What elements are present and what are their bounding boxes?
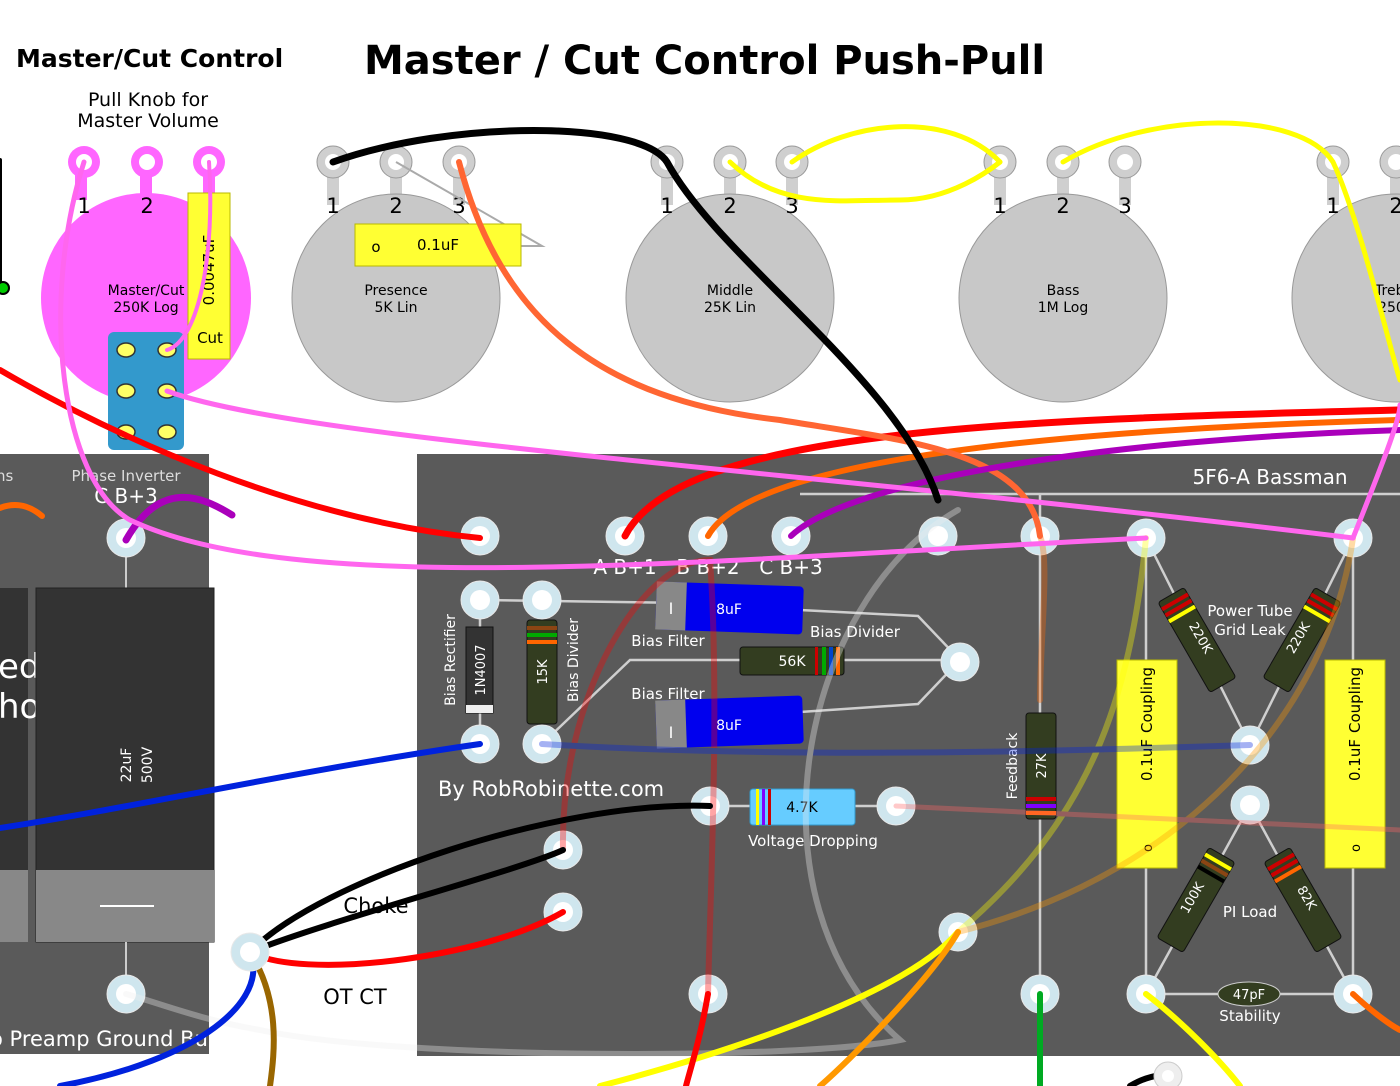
bias-resistor-56k: 56K [779,654,807,670]
board-title: 5F6-A Bassman [1193,465,1348,489]
left-cap-voltage: 500V [140,746,156,783]
credit-text: By RobRobinette.com [438,777,664,801]
feedback-value: 27K [1035,753,1050,779]
pot-treble: 1 2 Treble 250K [1291,145,1400,403]
middle-pot-name: Middle [707,283,753,299]
presence-pot-name: Presence [364,283,427,299]
coupling-2-mark: o [1349,844,1364,852]
pull-knob-note: Pull Knob for Master Volume [58,90,238,132]
middle-lug-3: 3 [785,194,798,218]
grid-leak-label-1: Power Tube [1207,602,1292,620]
cap-master-value: 0.0047uF [200,235,218,306]
bass-pot-value: 1M Log [1038,300,1088,316]
phase-inverter-partial: ns [0,467,14,485]
left-board: ns Phase Inverter C B+3 ed hoke 22uF 500… [0,454,219,1054]
feedback-label: Feedback [1005,732,1021,800]
coupling-2-label: Coupling [1346,667,1364,733]
voltage-dropping-label: Voltage Dropping [748,832,878,850]
pull-note-line-1: Pull Knob for [87,89,209,111]
bass-lug-2: 2 [1056,194,1069,218]
cap-presence-value: 0.1uF [417,236,459,254]
left-cap-value: 22uF [119,748,135,783]
coupling-1-label: Coupling [1138,667,1156,733]
grid-leak-label-2: Grid Leak [1214,621,1286,639]
stability-label: Stability [1219,1007,1281,1025]
coupling-1-value: 0.1uF [1138,739,1156,781]
bias-filter-cap: 8uF [716,602,742,618]
bias-filter-label: Bias Filter [631,632,705,650]
side-title: Master/Cut Control [16,44,284,73]
coupling-2-value: 0.1uF [1346,739,1364,781]
treble-lug-1: 1 [1326,194,1339,218]
stability-value: 47pF [1233,988,1265,1003]
middle-pot-value: 25K Lin [704,300,756,316]
cap-master-label: Cut [197,329,223,347]
bass-lug-3: 3 [1118,194,1131,218]
choke-partial-1: ed [0,647,41,687]
pull-note-line-2: Master Volume [77,110,219,132]
bias-filter2-cap: 8uF [716,718,742,734]
bias-divider-label: Bias Divider [566,618,582,702]
master-pot-name: Master/Cut [108,283,185,299]
pot-presence: 1 2 3 Presence 5K Lin [291,145,501,403]
cap-master-cut: 0.0047uF Cut [187,192,231,360]
bass-pot-name: Bass [1047,283,1080,299]
middle-lug-2: 2 [723,194,736,218]
middle-lug-1: 1 [660,194,673,218]
bias-diode-value: 1N4007 [474,644,489,695]
bass-lug-1: 1 [993,194,1006,218]
bias-rectifier-label: Bias Rectifier [443,614,459,706]
phase-inverter-label: Phase Inverter [71,467,181,485]
pi-load-label: PI Load [1223,903,1277,921]
treble-pot-name: Treble [1374,283,1400,299]
bias-filter-cap-mark: I [669,599,674,618]
bias-divider2-label: Bias Divider [810,623,901,641]
wires [0,120,1400,1086]
main-board: 5F6-A Bassman [417,454,1400,1056]
presence-pot-value: 5K Lin [374,300,417,316]
bias-filter2-cap-mark: I [669,723,674,742]
master-lug-1: 1 [77,194,90,218]
presence-lug-1: 1 [326,194,339,218]
choke-wire-label: Choke [343,894,408,918]
coupling-1-mark: o [1141,844,1156,852]
master-lug-2: 2 [140,194,153,218]
treble-lug-2: 2 [1389,194,1400,218]
presence-lug-2: 2 [389,194,402,218]
pot-bass: 1 2 3 Bass 1M Log [958,145,1168,403]
voltage-dropping-value: 4.7K [786,800,818,816]
ot-ct-wire-label: OT CT [323,985,387,1009]
cap-presence-mark: o [371,238,380,256]
page-title: Master / Cut Control Push-Pull [364,38,1046,84]
pot-middle: 1 2 3 Middle 25K Lin [625,145,835,403]
cap-presence: o 0.1uF [354,161,546,267]
bias-divider-resistor: 15K [536,659,551,685]
master-pot-value: 250K Log [113,300,178,316]
bias-filter2-label: Bias Filter [631,685,705,703]
